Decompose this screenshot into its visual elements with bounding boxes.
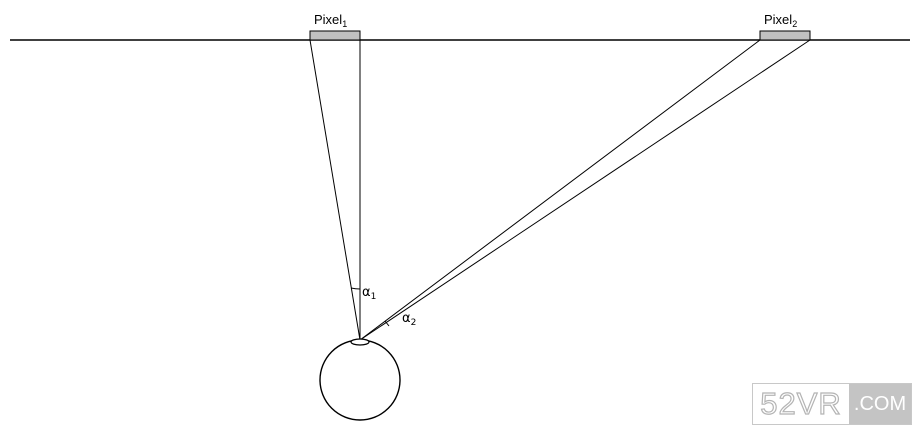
eye-pupil (350, 338, 370, 346)
watermark-logo: 52VR .COM (752, 383, 912, 425)
ray-pixel-2-left (359, 39, 761, 341)
watermark-main: 52VR (760, 385, 842, 421)
alpha-2-label: α2 (402, 311, 416, 328)
eyeball (319, 339, 401, 421)
pixel-2-label: Pixel2 (764, 12, 797, 29)
ray-pixel-1-left (309, 39, 361, 341)
pixel-2 (759, 30, 811, 41)
watermark-tail: .COM (849, 384, 911, 424)
ray-pixel-2-right (359, 39, 811, 341)
pixel-1-label: Pixel1 (314, 12, 347, 29)
alpha-1-label: α1 (362, 285, 376, 302)
pixel-1 (309, 30, 361, 41)
angle-arc-1 (350, 287, 361, 290)
angle-arc-2 (384, 320, 390, 327)
